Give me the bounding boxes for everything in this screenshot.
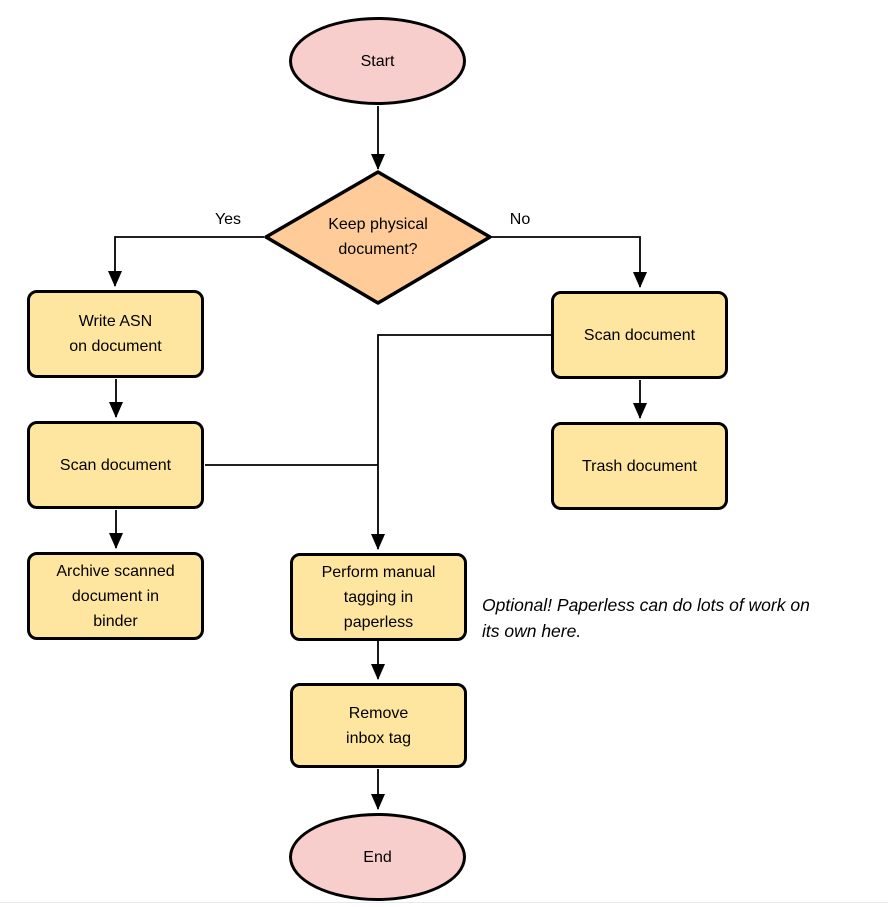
node-scan-document-left: Scan document	[27, 421, 204, 509]
node-scan-document-right: Scan document	[551, 291, 728, 379]
node-trash-document: Trash document	[551, 422, 728, 510]
node-archive-binder-label: Archive scanned document in binder	[56, 562, 175, 630]
node-manual-tagging-label: Perform manual tagging in paperless	[321, 563, 436, 631]
edge-decision-yes-to-write-asn	[108, 236, 264, 287]
edge-label-no: No	[492, 210, 548, 230]
node-remove-inbox-tag-label: Remove inbox tag	[346, 704, 411, 747]
node-write-asn: Write ASN on document	[27, 290, 204, 378]
decision-diamond-shape	[264, 170, 492, 305]
node-manual-tagging: Perform manual tagging in paperless	[290, 553, 467, 641]
page-bottom-rule	[0, 902, 888, 903]
node-end-label: End	[363, 848, 392, 866]
edge-label-yes: Yes	[200, 210, 256, 230]
node-archive-binder: Archive scanned document in binder	[27, 552, 204, 640]
node-trash-document-label: Trash document	[581, 457, 697, 475]
node-start: Start	[289, 17, 466, 105]
node-write-asn-label: Write ASN on document	[69, 313, 162, 355]
node-remove-inbox-tag: Remove inbox tag	[290, 683, 467, 768]
node-scan-document-left-label: Scan document	[59, 456, 172, 474]
node-end: End	[289, 813, 466, 901]
node-decision-label: Keep physical document?	[328, 216, 428, 258]
optional-note: Optional! Paperless can do lots of work …	[482, 595, 810, 641]
node-scan-document-right-label: Scan document	[583, 326, 696, 344]
node-start-label: Start	[360, 52, 395, 70]
edge-decision-no-to-scan-right	[491, 236, 647, 288]
edge-scan-right-to-tagging	[371, 334, 551, 550]
